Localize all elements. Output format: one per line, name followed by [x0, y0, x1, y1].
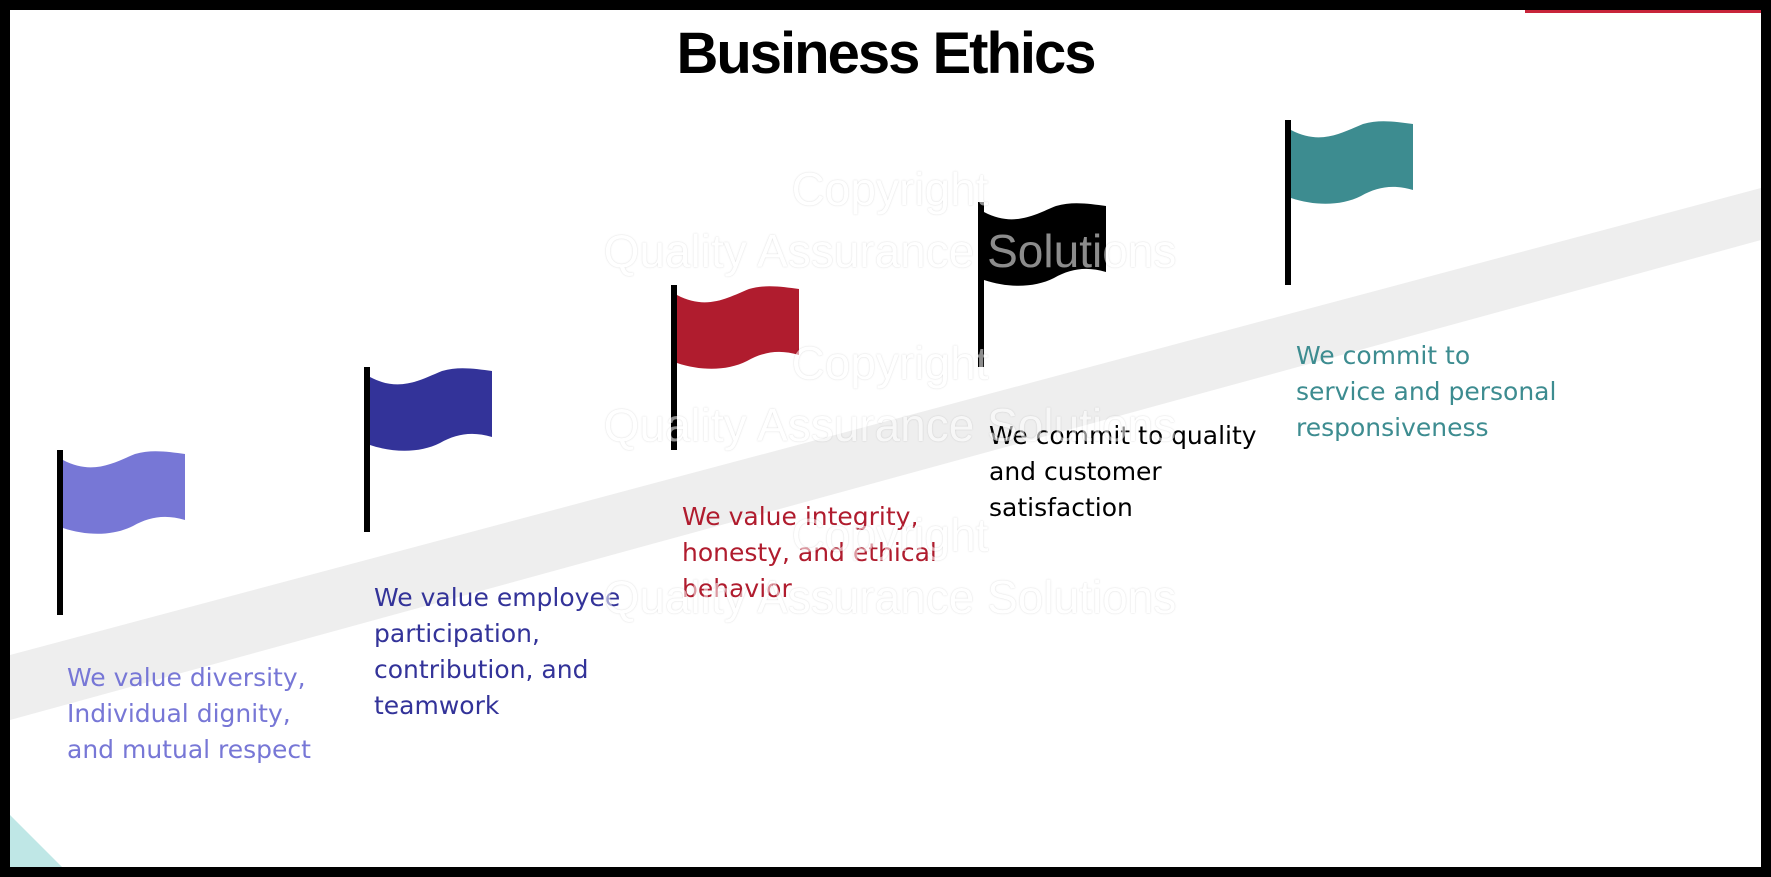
text-line: behavior [682, 574, 792, 603]
diagonal-ramp [10, 188, 1761, 720]
text-line: and mutual respect [67, 735, 311, 764]
corner-accent [10, 815, 62, 867]
flag-cloth [370, 368, 492, 451]
text-line: honesty, and ethical [682, 538, 937, 567]
flag-step-3 [671, 285, 801, 450]
flag-step-1 [57, 450, 187, 615]
text-line: and customer [989, 457, 1162, 486]
top-accent-bar [1525, 10, 1761, 13]
text-line: teamwork [374, 691, 500, 720]
flag-cloth [1291, 121, 1413, 204]
text-line: We value diversity, [67, 663, 306, 692]
step-1-text: We value diversity, Individual dignity, … [67, 660, 311, 768]
step-4-text: We commit to quality and customer satisf… [989, 418, 1257, 526]
text-line: We value integrity, [682, 502, 919, 531]
text-line: We commit to [1296, 341, 1471, 370]
text-line: Individual dignity, [67, 699, 291, 728]
text-line: responsiveness [1296, 413, 1489, 442]
step-5-text: We commit to service and personal respon… [1296, 338, 1556, 446]
slide: Business Ethics We value diversity, [10, 10, 1761, 867]
text-line: participation, [374, 619, 540, 648]
text-line: satisfaction [989, 493, 1133, 522]
flag-step-4 [978, 202, 1108, 367]
text-line: We commit to quality [989, 421, 1257, 450]
text-line: We value employee [374, 583, 621, 612]
flag-step-2 [364, 367, 494, 532]
text-line: contribution, and [374, 655, 589, 684]
flag-cloth [63, 451, 185, 534]
page-title: Business Ethics [676, 21, 1096, 86]
step-3-text: We value integrity, honesty, and ethical… [682, 499, 937, 607]
text-line: service and personal [1296, 377, 1557, 406]
flag-cloth [677, 286, 799, 369]
flag-cloth [984, 203, 1106, 286]
flag-step-5 [1285, 120, 1415, 285]
step-2-text: We value employee participation, contrib… [374, 580, 620, 724]
